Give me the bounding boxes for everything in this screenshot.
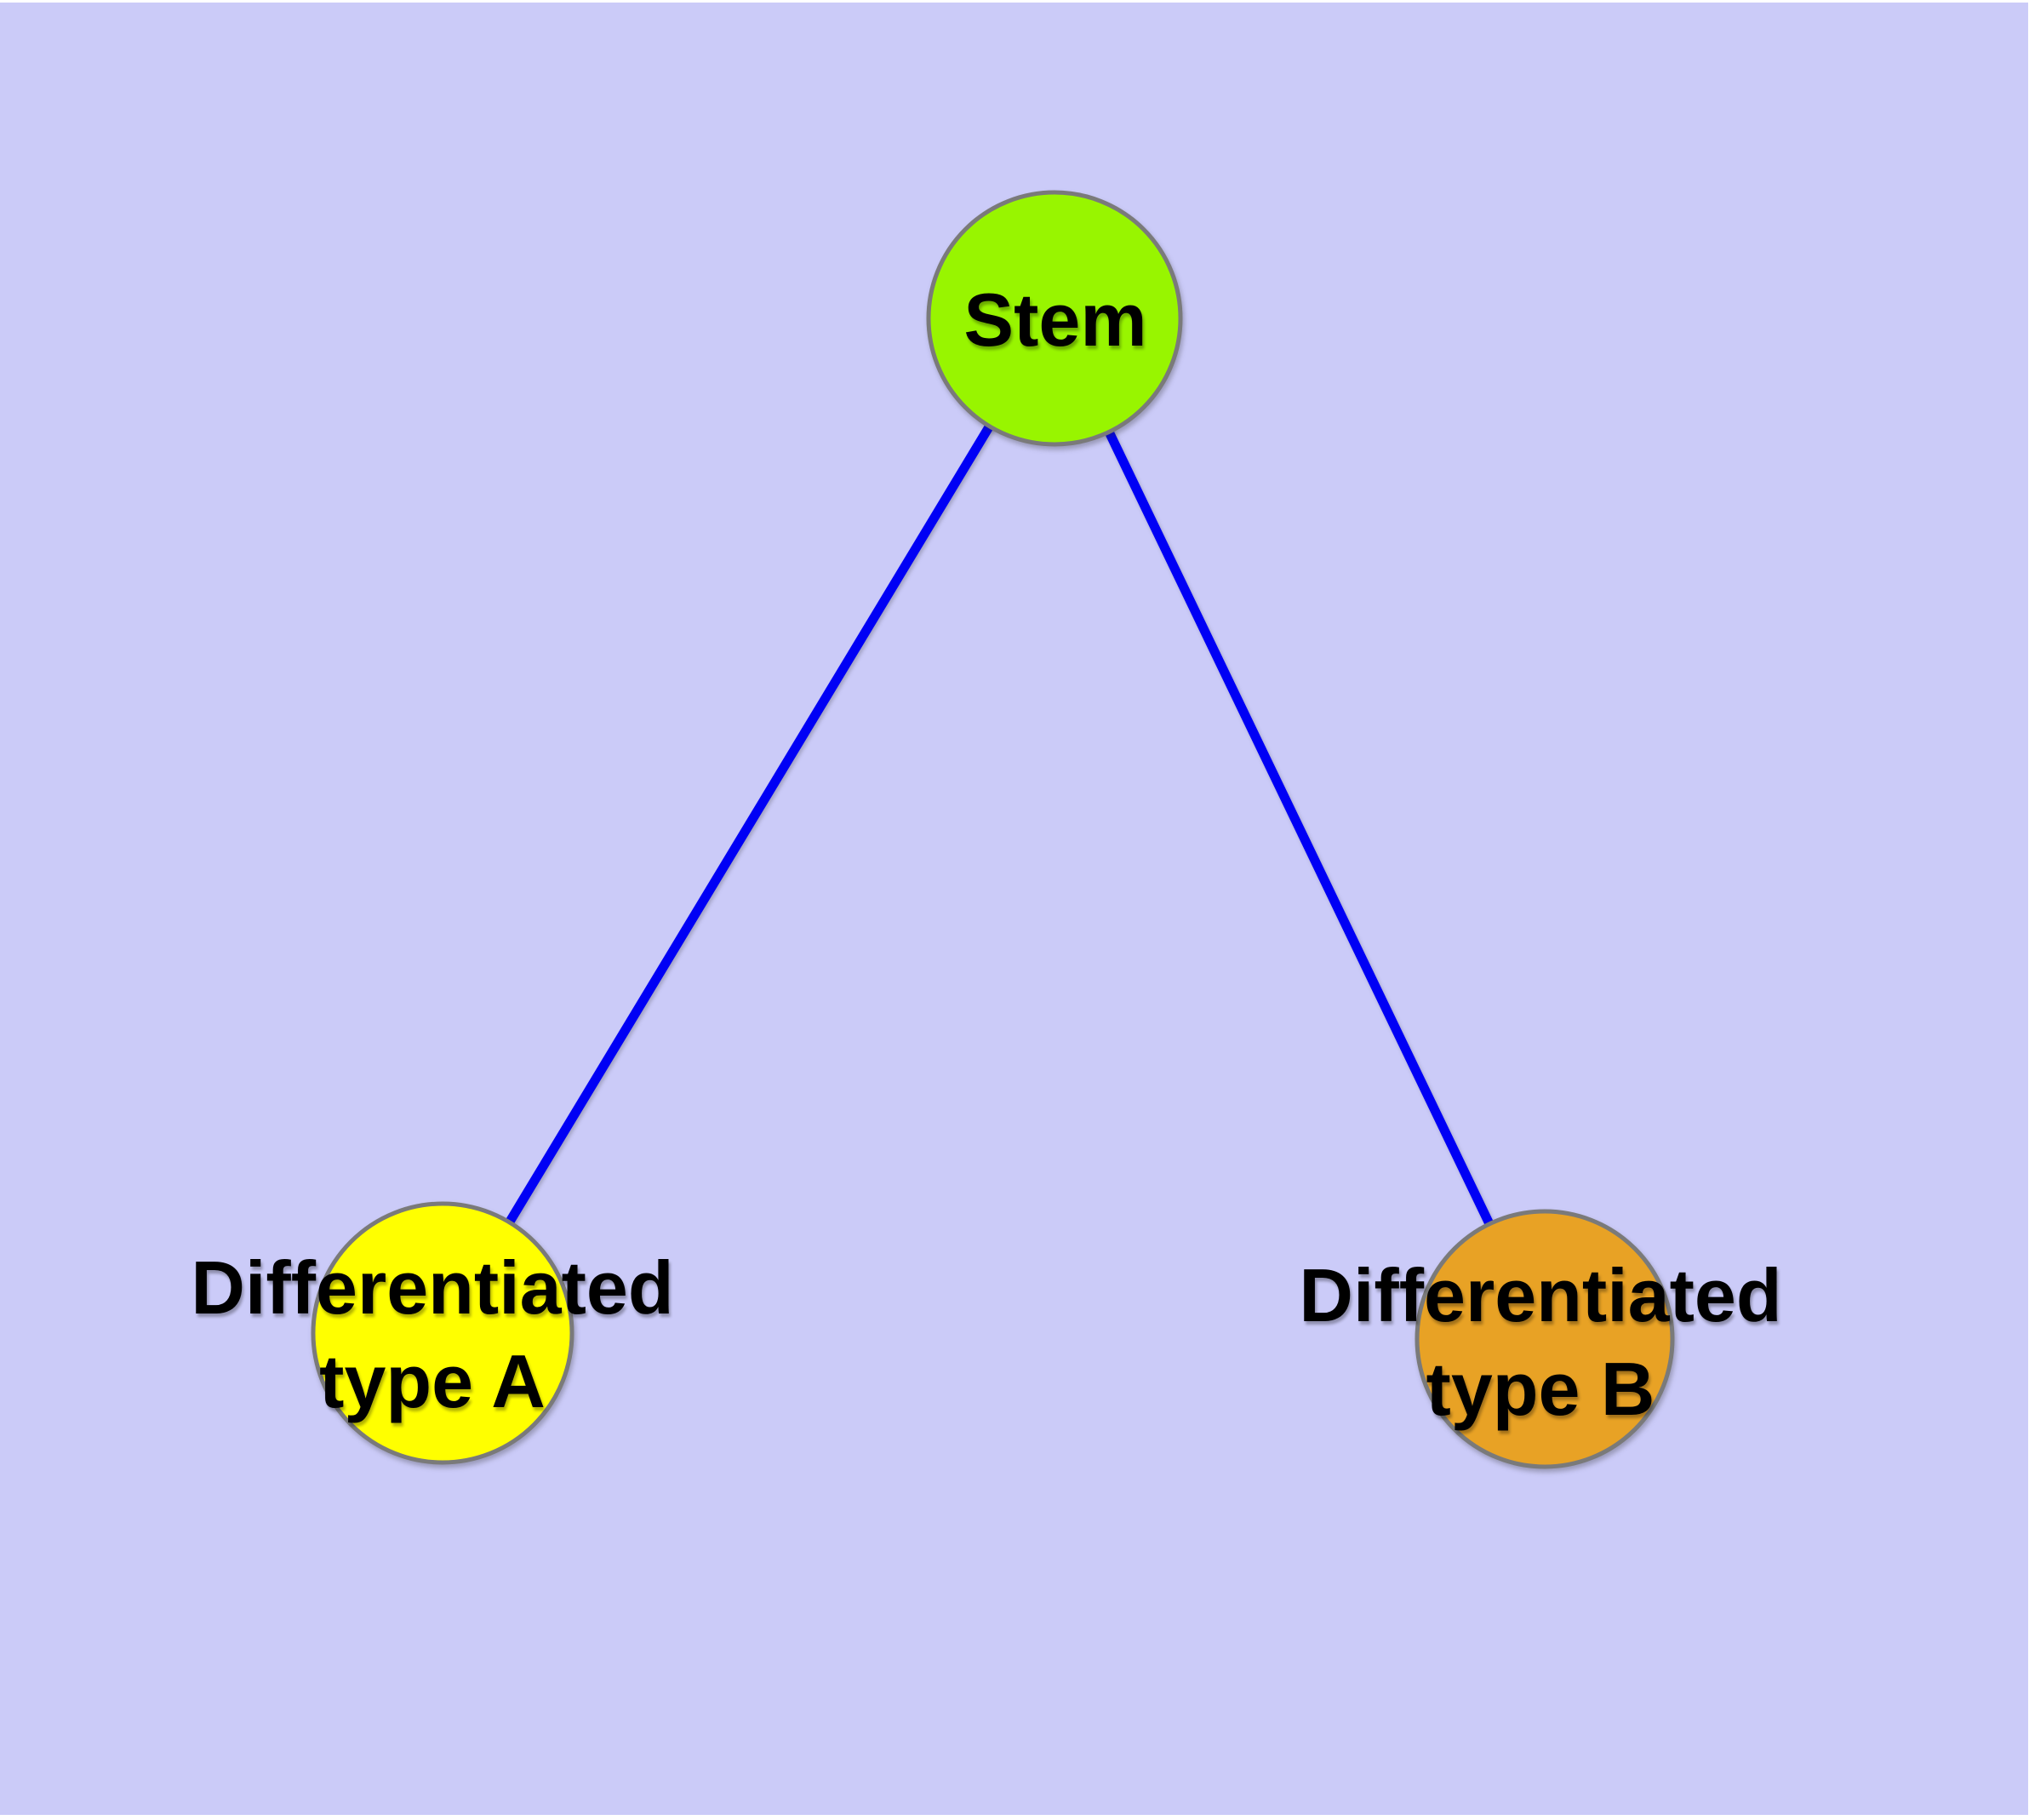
- differentiated-type-a-label-line1: Differentiated: [191, 1245, 674, 1330]
- stem-node-label: Stem: [963, 273, 1146, 367]
- differentiated-type-b-node-circle: [1415, 1209, 1675, 1469]
- differentiated-type-a-label-line2: type A: [319, 1339, 546, 1423]
- stem-node-label-line1: Stem: [963, 278, 1147, 362]
- differentiated-type-b-node-label: Differentiated type B: [1299, 1249, 1781, 1436]
- differentiated-type-b-label-line2: type B: [1426, 1347, 1655, 1431]
- differentiated-type-a-node-label: Differentiated type A: [191, 1241, 673, 1428]
- stem-node-circle: [926, 190, 1183, 447]
- differentiated-type-b-label-line1: Differentiated: [1299, 1253, 1782, 1337]
- edge-stem-to-type-b: [1049, 313, 1550, 1344]
- edge-stem-to-type-a: [437, 313, 1060, 1338]
- differentiated-type-a-node-circle: [311, 1201, 574, 1465]
